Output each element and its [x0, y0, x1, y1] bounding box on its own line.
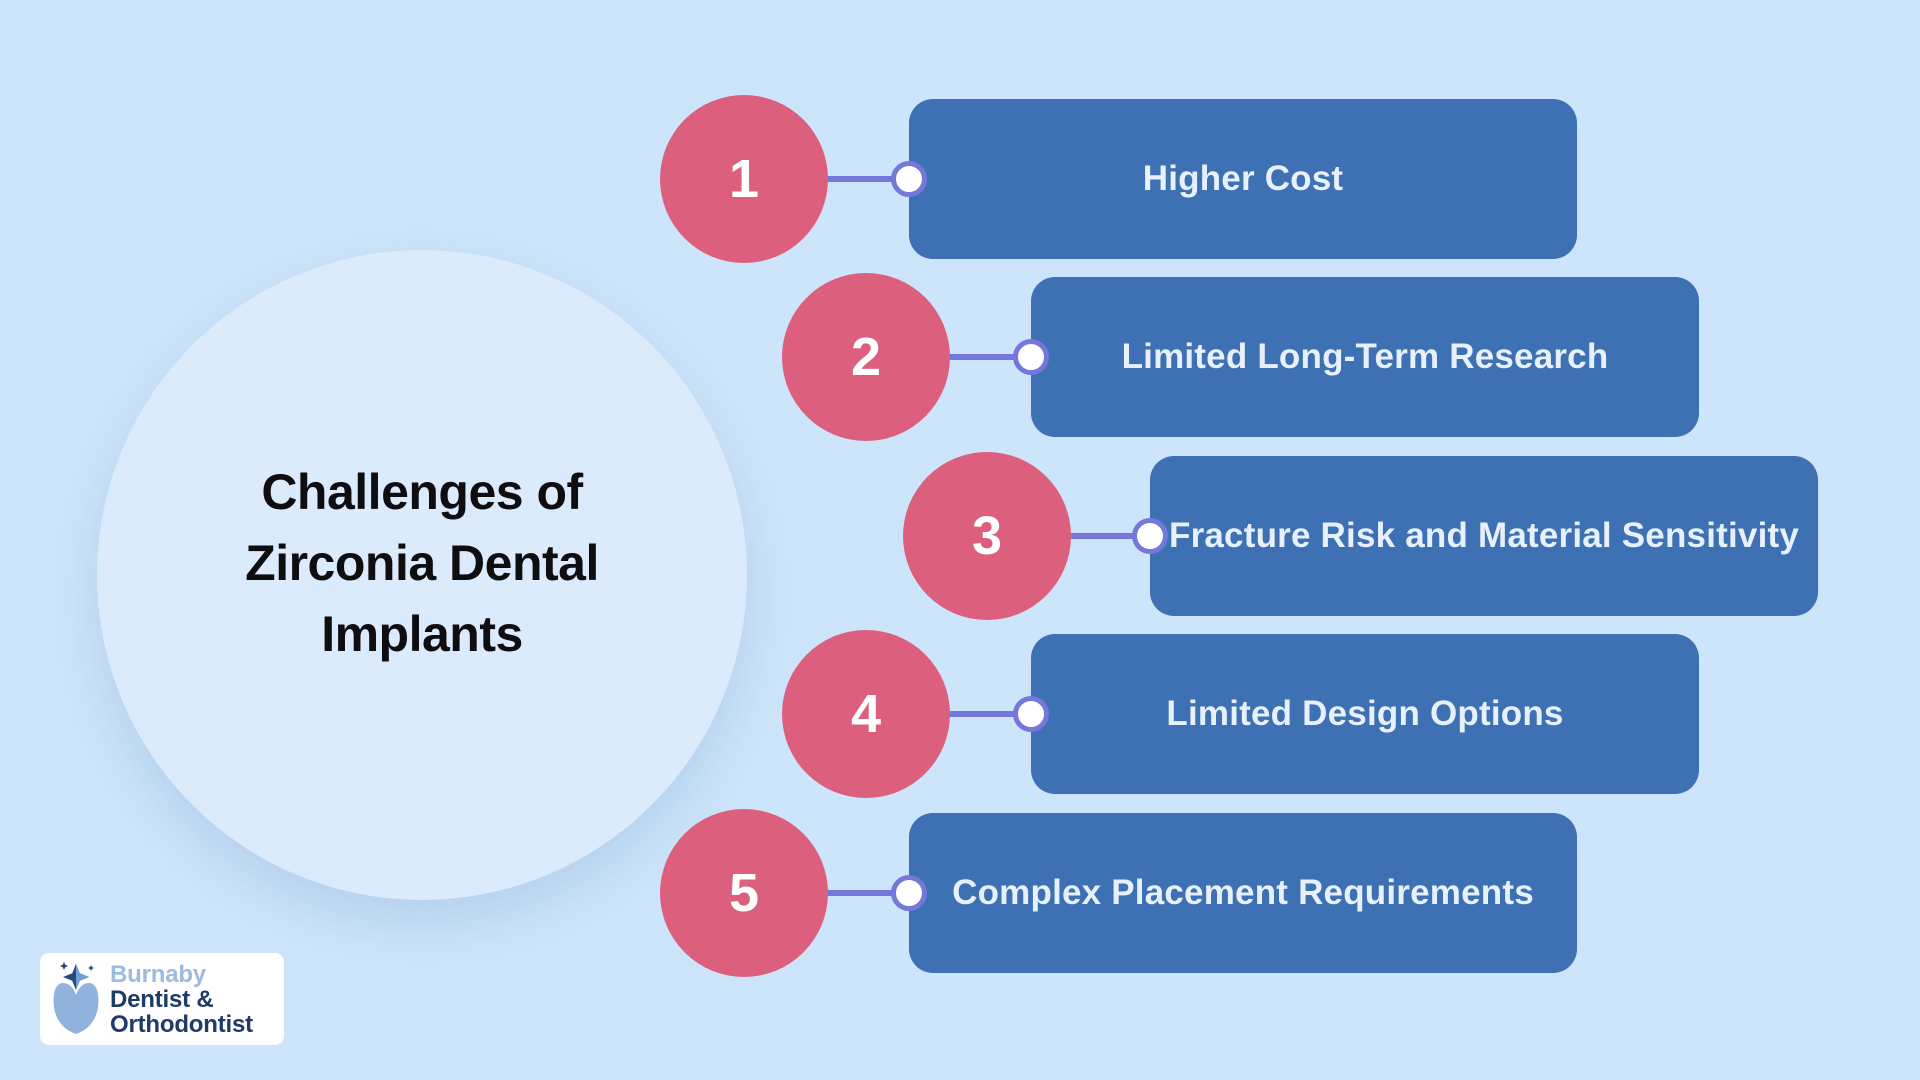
page-title-line-2: Zirconia Dental [245, 534, 599, 591]
item-number: 4 [850, 684, 882, 744]
item-number: 2 [850, 327, 882, 387]
item-bar: Fracture Risk and Material Sensitivity [1150, 456, 1818, 616]
item-label: Complex Placement Requirements [952, 873, 1534, 912]
connector-dot [1013, 696, 1049, 732]
number-circle: 1 [660, 95, 828, 263]
connector-dot [891, 161, 927, 197]
hero-circle: Challenges of Zirconia Dental Implants [97, 250, 747, 900]
number-circle: 5 [660, 809, 828, 977]
connector-line [820, 890, 919, 896]
connector-dot [1132, 518, 1168, 554]
item-row-1: 1 Higher Cost [0, 95, 1920, 263]
number-circle: 2 [782, 273, 950, 441]
item-label: Limited Design Options [1166, 694, 1564, 733]
connector-line [942, 711, 1041, 717]
item-label: Limited Long-Term Research [1121, 337, 1609, 376]
number-circle: 3 [903, 452, 1071, 620]
page-title: Challenges of Zirconia Dental Implants [245, 457, 599, 670]
logo-text: Burnaby Dentist & Orthodontist [110, 962, 253, 1037]
logo-name-dentist: Dentist & [110, 985, 214, 1013]
item-number: 1 [728, 149, 760, 209]
item-label: Higher Cost [1142, 159, 1344, 198]
item-row-4: 4 Limited Design Options [0, 630, 1920, 798]
connector-line [820, 176, 919, 182]
number-circle: 4 [782, 630, 950, 798]
item-row-5: 5 Complex Placement Requirements [0, 809, 1920, 977]
logo-name-burnaby: Burnaby [110, 960, 206, 988]
page-title-line-1: Challenges of [261, 463, 583, 520]
page-title-line-3: Implants [321, 605, 523, 662]
connector-dot [891, 875, 927, 911]
logo-name-orthodontist: Orthodontist [110, 1010, 253, 1038]
logo: Burnaby Dentist & Orthodontist [40, 953, 284, 1045]
connector-line [1063, 533, 1160, 539]
item-number: 3 [971, 506, 1003, 566]
item-row-3: 3 Fracture Risk and Material Sensitivity [0, 452, 1920, 620]
item-bar: Complex Placement Requirements [909, 813, 1577, 973]
connector-line [942, 354, 1041, 360]
item-bar: Higher Cost [909, 99, 1577, 259]
connector-dot [1013, 339, 1049, 375]
item-label: Fracture Risk and Material Sensitivity [1168, 516, 1800, 555]
tooth-star-icon [53, 961, 99, 1034]
item-row-2: 2 Limited Long-Term Research [0, 273, 1920, 441]
item-bar: Limited Long-Term Research [1031, 277, 1699, 437]
item-bar: Limited Design Options [1031, 634, 1699, 794]
item-number: 5 [728, 863, 760, 923]
